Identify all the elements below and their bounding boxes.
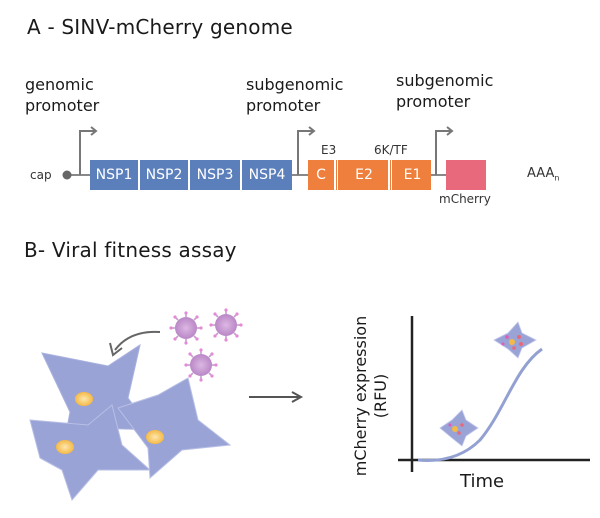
cap-label: cap	[30, 168, 52, 182]
panel-a-title: A - SINV-mCherry genome	[27, 15, 293, 39]
host-cell	[117, 377, 232, 480]
structural-divider	[388, 160, 390, 190]
structural-divider	[391, 160, 392, 190]
infection-arrow	[114, 330, 161, 351]
x-axis-label: Time	[460, 471, 505, 492]
structural-divider	[334, 160, 336, 190]
nsp1-segment: NSP1	[95, 167, 133, 183]
e1-segment: E1	[403, 167, 422, 183]
6k-tf-label: 6K/TF	[374, 143, 408, 157]
host-cell	[29, 404, 152, 501]
subgenomic-promoter-label-1: subgenomic promoter	[246, 75, 344, 115]
nsp-divider	[138, 160, 140, 190]
virus-particle	[183, 347, 219, 383]
growth-curve	[417, 347, 543, 462]
nsp-block: NSP1 NSP2 NSP3 NSP4	[90, 160, 292, 190]
virus-particle	[208, 307, 244, 343]
virus-particle	[168, 310, 204, 346]
subgenomic-promoter-arrow-1	[297, 126, 316, 175]
nsp2-segment: NSP2	[145, 167, 183, 183]
nsp3-segment: NSP3	[196, 167, 234, 183]
infected-cell-late	[493, 321, 537, 359]
structural-block: C E2 E1	[308, 160, 431, 190]
cell-nucleus	[146, 430, 164, 444]
nsp4-segment: NSP4	[248, 167, 286, 183]
subgenomic-promoter-label-2: subgenomic promoter	[396, 71, 494, 111]
cell-nucleus	[56, 440, 74, 454]
mcherry-block	[446, 160, 486, 190]
nsp-divider	[188, 160, 190, 190]
measure-arrow-head	[291, 391, 304, 403]
capsid-segment: C	[316, 167, 326, 183]
subgenomic-promoter-arrow-2	[435, 126, 454, 175]
e2-segment: E2	[355, 167, 373, 183]
mcherry-label: mCherry	[439, 192, 491, 206]
cell-nucleus	[75, 392, 93, 406]
cap-dot	[62, 170, 72, 180]
structural-divider	[337, 160, 338, 190]
genomic-promoter-arrow	[79, 126, 98, 175]
y-axis-label: mCherry expression (RFU)	[351, 315, 390, 477]
polya-label: AAAn	[527, 166, 560, 183]
panel-b-title: B- Viral fitness assay	[24, 238, 237, 262]
infection-arrow-head	[109, 342, 123, 357]
infected-cell-early	[439, 409, 479, 447]
nsp-divider	[240, 160, 242, 190]
e3-label: E3	[321, 143, 337, 157]
genomic-promoter-label: genomic promoter	[25, 75, 100, 115]
